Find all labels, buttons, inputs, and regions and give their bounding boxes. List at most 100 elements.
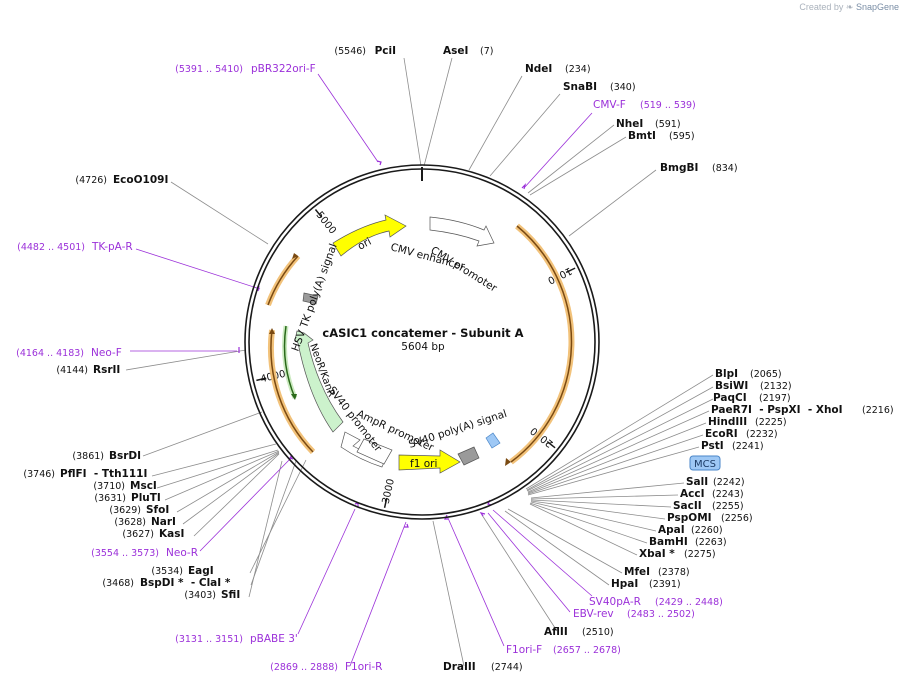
enzyme-leader-lines xyxy=(125,57,714,667)
enzyme-sfii-pos: (3403) xyxy=(184,590,216,601)
primer-neo-f: Neo-F xyxy=(91,347,122,359)
arc-2-core xyxy=(267,255,299,306)
enzyme-xbai-pos: (2275) xyxy=(684,549,716,560)
enzyme-paer7i-pspxi-xhoi-pos: (2216) xyxy=(862,405,894,416)
feature-mcs-marker-shape xyxy=(485,432,501,449)
primer-sv40pa-r: SV40pA-R xyxy=(589,596,641,608)
tick-mark-1 xyxy=(565,267,576,274)
enzyme-hpai: HpaI xyxy=(611,578,638,590)
enzyme-acci: AccI xyxy=(680,488,704,500)
snapgene-logo-icon: ❧ xyxy=(845,2,854,12)
mcs-label: MCS xyxy=(694,459,716,470)
snapgene-credit: Created by ❧ SnapGene xyxy=(799,2,899,13)
enzyme-bspdi-clai-pos: (3468) xyxy=(102,578,134,589)
enzyme-sali-pos: (2242) xyxy=(713,477,745,488)
enzyme-sfii: SfiI xyxy=(221,589,240,601)
primer-pbr322ori-f: pBR322ori-F xyxy=(251,63,316,75)
enzyme-sacii: SacII xyxy=(673,500,702,512)
enzyme-hindiii-pos: (2225) xyxy=(755,417,787,428)
feature-neor-kanr-shape xyxy=(294,330,344,433)
enzyme-acci-pos: (2243) xyxy=(712,489,744,500)
feature-hsv-tk-polya-shape xyxy=(302,292,319,305)
primer-cmv-f: CMV-F xyxy=(593,99,626,111)
primer-sv40pa-r-range: (2429 .. 2448) xyxy=(655,597,723,608)
arc-1-core xyxy=(510,225,573,463)
feature-label-cmv-promoter: CMV promoter xyxy=(428,244,499,295)
enzyme-sfoi-pos: (3629) xyxy=(109,505,141,516)
feature-ori-shape xyxy=(332,214,407,257)
enzyme-bmti: BmtI xyxy=(628,130,656,142)
primer-leader-lines xyxy=(130,73,593,667)
enzyme-xbai: XbaI * xyxy=(639,548,675,560)
feature-cmv-enhancer-shape xyxy=(429,216,495,247)
map-length: 5604 bp xyxy=(401,341,445,353)
feature-sv40-polya-shape xyxy=(457,446,480,466)
primer-tk-pa-r-range: (4482 .. 4501) xyxy=(17,242,85,253)
primer-pbr322ori-f-range: (5391 .. 5410) xyxy=(175,64,243,75)
primer-f1ori-r-range: (2869 .. 2888) xyxy=(270,662,338,673)
enzyme-sacii-pos: (2255) xyxy=(712,501,744,512)
tick-label-5: 5000 xyxy=(313,210,338,237)
credit-brand: SnapGene xyxy=(855,2,899,12)
enzyme-ndei-pos: (234) xyxy=(565,64,591,75)
enzyme-bamhi-pos: (2263) xyxy=(695,537,727,548)
arc-3-core xyxy=(270,329,314,453)
enzyme-ecoo109i: EcoO109I xyxy=(113,174,168,186)
enzyme-paqci: PaqCI xyxy=(713,392,747,404)
enzyme-pluti: PluTI xyxy=(131,492,161,504)
feature-arcs xyxy=(265,223,575,466)
enzyme-blpi: BlpI xyxy=(715,368,738,380)
enzyme-snabi-pos: (340) xyxy=(610,82,636,93)
enzyme-eagi: EagI xyxy=(188,565,214,577)
enzyme-msci: MscI xyxy=(130,480,157,492)
primer-f1ori-r: F1ori-R xyxy=(345,661,382,673)
enzyme-blpi-pos: (2065) xyxy=(750,369,782,380)
enzyme-pcii-pos: (5546) xyxy=(334,46,366,57)
enzyme-nari: NarI xyxy=(151,516,176,528)
enzyme-psti: PstI xyxy=(701,440,724,452)
arc-1 xyxy=(509,223,575,465)
primer-ebv-rev-range: (2483 .. 2502) xyxy=(627,609,695,620)
enzyme-apai: ApaI xyxy=(658,524,685,536)
tick-mark-4 xyxy=(256,377,267,382)
arc-1-arrow-icon xyxy=(505,458,511,466)
enzyme-paqci-pos: (2197) xyxy=(759,393,791,404)
enzyme-rsrii-pos: (4144) xyxy=(56,365,88,376)
enzyme-ecori-pos: (2232) xyxy=(746,429,778,440)
enzyme-aflii: AflII xyxy=(544,626,568,638)
enzyme-bsiwi-pos: (2132) xyxy=(760,381,792,392)
enzyme-sfoi: SfoI xyxy=(146,504,169,516)
enzyme-eagi-pos: (3534) xyxy=(151,566,183,577)
enzyme-mfei-pos: (2378) xyxy=(658,567,690,578)
enzyme-sali: SalI xyxy=(686,476,708,488)
enzyme-hindiii: HindIII xyxy=(708,416,747,428)
enzyme-draiii-pos: (2744) xyxy=(491,662,523,673)
enzyme-pspomi-pos: (2256) xyxy=(721,513,753,524)
enzyme-hpai-pos: (2391) xyxy=(649,579,681,590)
enzyme-ecori: EcoRI xyxy=(705,428,738,440)
credit-prefix: Created by xyxy=(799,2,844,12)
enzyme-bamhi: BamHI xyxy=(649,536,688,548)
primer-f1ori-f: F1ori-F xyxy=(506,644,542,656)
enzyme-bmgbi-pos: (834) xyxy=(712,163,738,174)
enzyme-kasi-pos: (3627) xyxy=(122,529,154,540)
enzyme-kasi: KasI xyxy=(159,528,184,540)
primer-pbabe-3: pBABE 3' xyxy=(250,633,298,645)
enzyme-psti-pos: (2241) xyxy=(732,441,764,452)
map-name: cASIC1 concatemer - Subunit A xyxy=(322,326,523,340)
enzyme-pspomi: PspOMI xyxy=(667,512,712,524)
enzyme-apai-pos: (2260) xyxy=(691,525,723,536)
feature-label-ori: ori xyxy=(356,236,374,253)
enzyme-ecoo109i-pos: (4726) xyxy=(75,175,107,186)
enzyme-nhei-pos: (591) xyxy=(655,119,681,130)
feature-f1-ori-shape xyxy=(398,449,461,474)
primer-cmv-f-range: (519 .. 539) xyxy=(640,100,696,111)
mcs-badge: MCS xyxy=(689,455,721,471)
enzyme-ndei: NdeI xyxy=(525,63,552,75)
backbone-outer-strand xyxy=(244,164,600,520)
enzyme-bmti-pos: (595) xyxy=(669,131,695,142)
arc-2 xyxy=(265,253,301,307)
enzyme-rsrii: RsrII xyxy=(93,364,120,376)
enzyme-bsrdi: BsrDI xyxy=(109,450,141,462)
